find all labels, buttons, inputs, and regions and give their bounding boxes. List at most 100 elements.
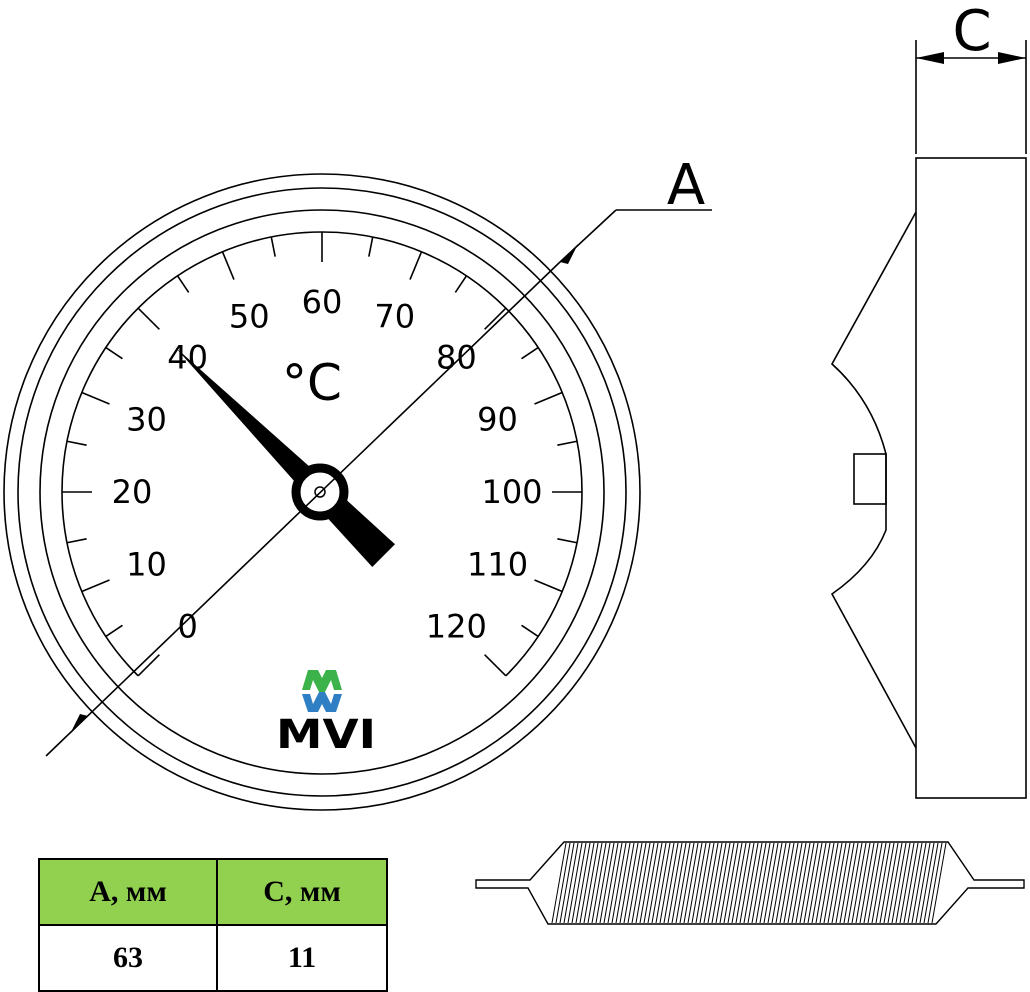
major-tick	[137, 654, 160, 677]
coil-line	[879, 842, 895, 924]
coil-line	[699, 842, 715, 924]
coil-line	[867, 842, 883, 924]
scale-label: 40	[167, 339, 208, 377]
coil-line	[679, 842, 695, 924]
coil-line	[603, 842, 619, 924]
coil-line	[591, 842, 607, 924]
minor-tick	[368, 236, 374, 257]
coil-line	[715, 842, 731, 924]
coil-line	[735, 842, 751, 924]
value-c: 11	[216, 924, 388, 992]
coil-line	[571, 842, 587, 924]
dimension-a: A	[45, 153, 712, 757]
coil-line	[723, 842, 739, 924]
coil-line	[579, 842, 595, 924]
dimension-a-label: A	[667, 153, 705, 218]
scale-label: 20	[112, 473, 153, 511]
major-tick	[534, 391, 563, 405]
minor-tick	[521, 346, 539, 360]
coil-line	[555, 842, 571, 924]
coil-line	[803, 842, 819, 924]
coil-line	[871, 842, 887, 924]
minor-tick	[105, 624, 123, 638]
coil-line	[551, 842, 567, 924]
coil-line	[607, 842, 623, 924]
minor-tick	[521, 624, 539, 638]
coil-line	[691, 842, 707, 924]
coil-line	[611, 842, 627, 924]
coil-line	[883, 842, 899, 924]
coil-line	[727, 842, 743, 924]
scale-label: 80	[436, 339, 477, 377]
coil-line	[751, 842, 767, 924]
coil-line	[575, 842, 591, 924]
coil-line	[815, 842, 831, 924]
coil-line	[839, 842, 855, 924]
coil-line	[719, 842, 735, 924]
scale-label: 50	[229, 297, 270, 335]
coil-line	[687, 842, 703, 924]
coil-line	[899, 842, 915, 924]
brand-name: MVI	[276, 712, 376, 758]
coil-line	[743, 842, 759, 924]
case-body	[915, 157, 1027, 799]
scale-label: 90	[477, 400, 518, 438]
scale-label: 70	[374, 297, 415, 335]
coil-line	[659, 842, 675, 924]
minor-tick	[105, 346, 123, 360]
minor-tick	[270, 236, 276, 257]
minor-tick	[557, 538, 578, 544]
coil-line	[711, 842, 727, 924]
coil-line	[695, 842, 711, 924]
coil-line	[615, 842, 631, 924]
coil-line	[787, 842, 803, 924]
scale-label: 120	[426, 607, 487, 645]
coil-line	[859, 842, 875, 924]
dial-face	[39, 209, 605, 775]
coil-line	[863, 842, 879, 924]
coil-line	[923, 842, 939, 924]
header-a: A, мм	[38, 858, 218, 926]
side-view: C	[830, 0, 1027, 799]
coil-line	[759, 842, 775, 924]
coil-line	[791, 842, 807, 924]
coil-line	[747, 842, 763, 924]
scale-arc	[61, 231, 583, 677]
coil-line	[755, 842, 771, 924]
coil-line	[707, 842, 723, 924]
coil-line	[623, 842, 639, 924]
major-tick	[409, 251, 423, 280]
coil-line	[643, 842, 659, 924]
coil-line	[763, 842, 779, 924]
table-header-row: A, мм C, мм	[38, 858, 388, 926]
scale-label: 10	[126, 546, 167, 584]
value-a: 63	[38, 924, 218, 992]
coil-line	[847, 842, 863, 924]
coil-line	[595, 842, 611, 924]
coil-line	[851, 842, 867, 924]
coil-line	[907, 842, 923, 924]
coil-line	[911, 842, 927, 924]
major-tick	[81, 391, 110, 405]
bracket-profile	[830, 211, 917, 749]
scale-label: 100	[481, 473, 542, 511]
coil-line	[587, 842, 603, 924]
scale-label: 30	[126, 400, 167, 438]
coil-line	[771, 842, 787, 924]
coil-line	[775, 842, 791, 924]
coil-line	[563, 842, 579, 924]
scale-ticks	[61, 231, 583, 677]
coil-line	[927, 842, 943, 924]
coil-line	[639, 842, 655, 924]
coil-line	[675, 842, 691, 924]
coil-line	[823, 842, 839, 924]
coil-line	[655, 842, 671, 924]
coil-line	[819, 842, 835, 924]
coil-line	[827, 842, 843, 924]
coil-line	[567, 842, 583, 924]
major-tick	[484, 307, 507, 330]
scale-label: 110	[467, 546, 528, 584]
minor-tick	[66, 538, 87, 544]
